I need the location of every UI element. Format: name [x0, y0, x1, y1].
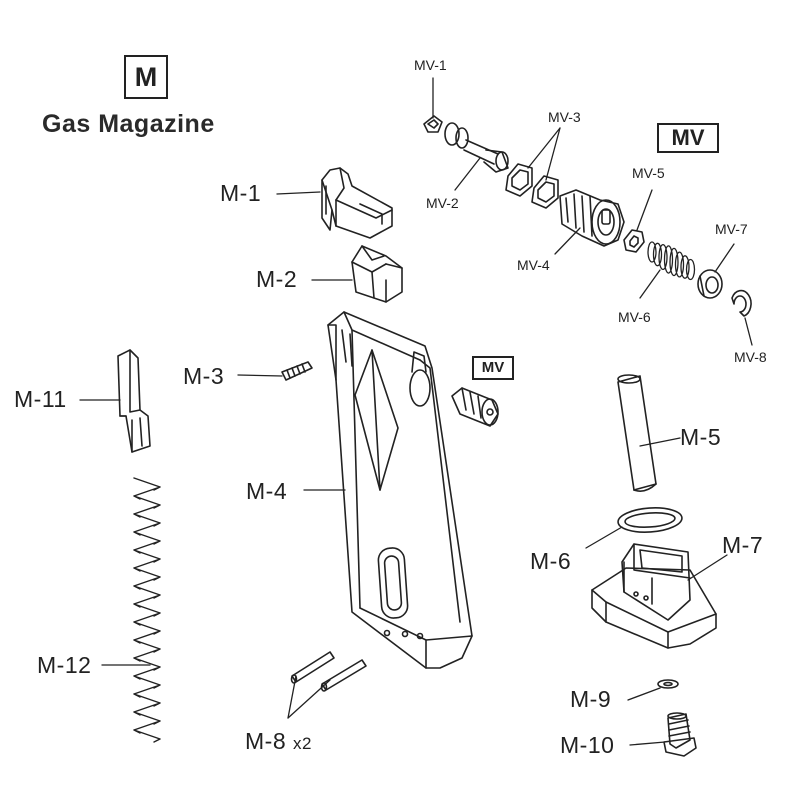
label-m4: M-4	[246, 478, 288, 504]
part-mv8-drawing	[731, 289, 752, 317]
label-m10: M-10	[560, 732, 615, 758]
part-m1-drawing	[321, 167, 393, 239]
valve-badge-mv: MV	[657, 123, 719, 153]
label-mv5: MV-5	[632, 165, 665, 181]
label-mv2: MV-2	[426, 195, 459, 211]
section-badge-m: M	[124, 55, 168, 99]
part-m5-drawing	[617, 374, 657, 492]
label-m8-qty: x2	[293, 734, 312, 753]
label-mv6: MV-6	[618, 309, 651, 325]
part-m9-drawing	[657, 679, 679, 689]
part-m4-drawing	[327, 311, 473, 669]
label-m7: M-7	[722, 532, 764, 558]
part-mv2-drawing	[444, 122, 509, 173]
part-m10-drawing	[663, 712, 697, 757]
part-mv6-drawing	[647, 241, 696, 281]
label-m12: M-12	[37, 652, 92, 678]
part-mv3-drawing	[505, 163, 559, 209]
part-m8-drawing	[290, 651, 367, 692]
label-mv1: MV-1	[414, 57, 447, 73]
label-m11: M-11	[14, 386, 67, 412]
part-m2-drawing	[351, 245, 403, 303]
part-m3-drawing	[281, 361, 313, 381]
label-mv7: MV-7	[715, 221, 748, 237]
label-mv3: MV-3	[548, 109, 581, 125]
label-m8-code: M-8	[245, 728, 287, 754]
label-m5: M-5	[680, 424, 722, 450]
leader-lines	[79, 77, 753, 746]
part-mv4-drawing	[559, 189, 625, 247]
page-title: Gas Magazine	[42, 110, 215, 138]
label-m6: M-6	[530, 548, 572, 574]
label-mv8: MV-8	[734, 349, 767, 365]
part-mv-assembly-drawing	[451, 387, 499, 427]
part-mv5-drawing	[623, 229, 645, 253]
part-m7-drawing	[591, 543, 717, 649]
label-m9: M-9	[570, 686, 612, 712]
label-m1: M-1	[220, 180, 262, 206]
label-m8: M-8 x2	[245, 730, 312, 753]
part-m6-drawing	[617, 507, 683, 533]
valve-badge-mv-small: MV	[472, 356, 514, 380]
label-m2: M-2	[256, 266, 298, 292]
part-mv1-drawing	[423, 115, 443, 133]
part-mv7-drawing	[697, 269, 723, 299]
label-mv4: MV-4	[517, 257, 550, 273]
part-m11-drawing	[117, 349, 151, 453]
label-m3: M-3	[183, 363, 225, 389]
part-m12-drawing	[133, 477, 161, 743]
